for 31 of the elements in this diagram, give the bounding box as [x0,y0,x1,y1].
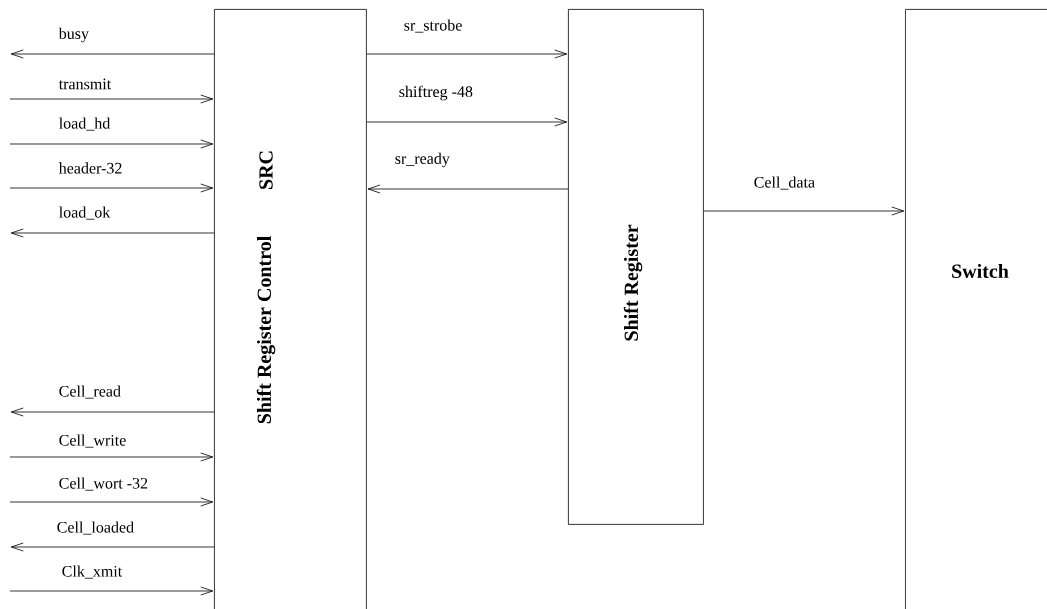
edge-label: sr_ready [393,151,452,169]
edge-label: Cell_loaded [55,520,136,536]
edge-label: transmit [57,77,113,91]
block-box: Switch [905,9,1047,609]
edge-label: load_ok [57,205,112,221]
edge-label: busy [57,26,91,44]
edge-label: header-32 [57,161,124,175]
arrow [9,139,214,149]
arrow [10,407,215,417]
edge-label: Cell_data [752,175,817,191]
edge-label: shiftreg -48 [397,84,475,102]
arrow [10,49,215,59]
edge-label: Cell_write [57,433,128,449]
edge-label: load_hd [57,116,112,132]
arrow [10,542,215,552]
arrow [366,49,568,59]
arrow [703,206,905,216]
arrow [367,184,569,194]
edge-label: Cell_read [57,384,123,400]
arrow [9,586,214,596]
block-box: Shift Register [568,9,704,525]
edge-label: Cell_wort -32 [57,476,150,492]
arrow [9,497,214,507]
edge-label: sr_strobe [402,18,464,34]
edge-label: Clk_xmit [60,564,124,580]
arrow [9,94,214,104]
arrow [10,228,215,238]
arrow [9,183,214,193]
arrow [366,117,568,127]
block-box: SRC Shift Register Control [214,9,367,609]
arrow [9,452,214,462]
